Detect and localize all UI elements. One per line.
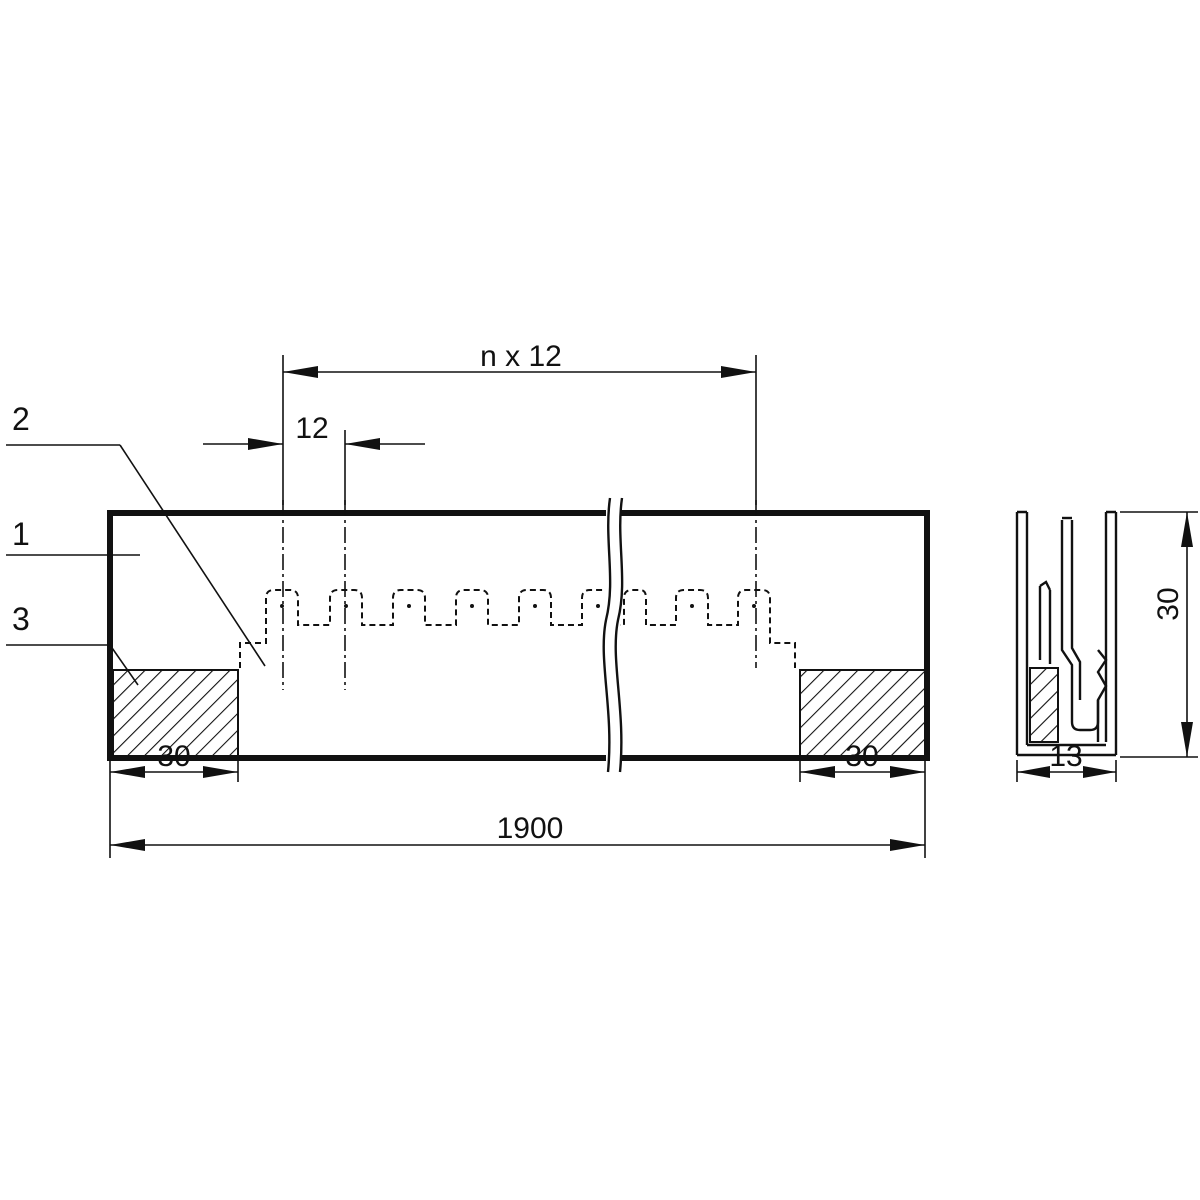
end-piece-right <box>799 669 926 757</box>
dim-total-length: 1900 <box>497 812 564 845</box>
callouts: 2 1 3 <box>6 401 266 686</box>
dim-end-right: 30 <box>845 740 878 773</box>
teeth-dots <box>280 604 756 608</box>
dim-side-height: 30 <box>1152 587 1185 620</box>
side-view <box>1015 510 1118 757</box>
dim-end-left: 30 <box>157 740 190 773</box>
dim-pitch-span: n x 12 <box>480 340 562 373</box>
callout-2: 2 <box>12 401 30 437</box>
dimensions-front: n x 12 12 30 30 1900 <box>109 340 926 858</box>
break-symbol <box>602 497 624 773</box>
end-piece-left <box>112 669 239 757</box>
dimensions-side: 30 13 <box>1016 511 1198 782</box>
dim-pitch: 12 <box>295 412 328 445</box>
callout-1: 1 <box>12 516 30 552</box>
dim-side-width: 13 <box>1049 740 1082 773</box>
cover-body <box>107 510 930 761</box>
side-insert <box>1029 667 1059 743</box>
busbar-teeth-outline <box>239 589 796 668</box>
callout-3: 3 <box>12 601 30 637</box>
front-view <box>107 497 930 773</box>
